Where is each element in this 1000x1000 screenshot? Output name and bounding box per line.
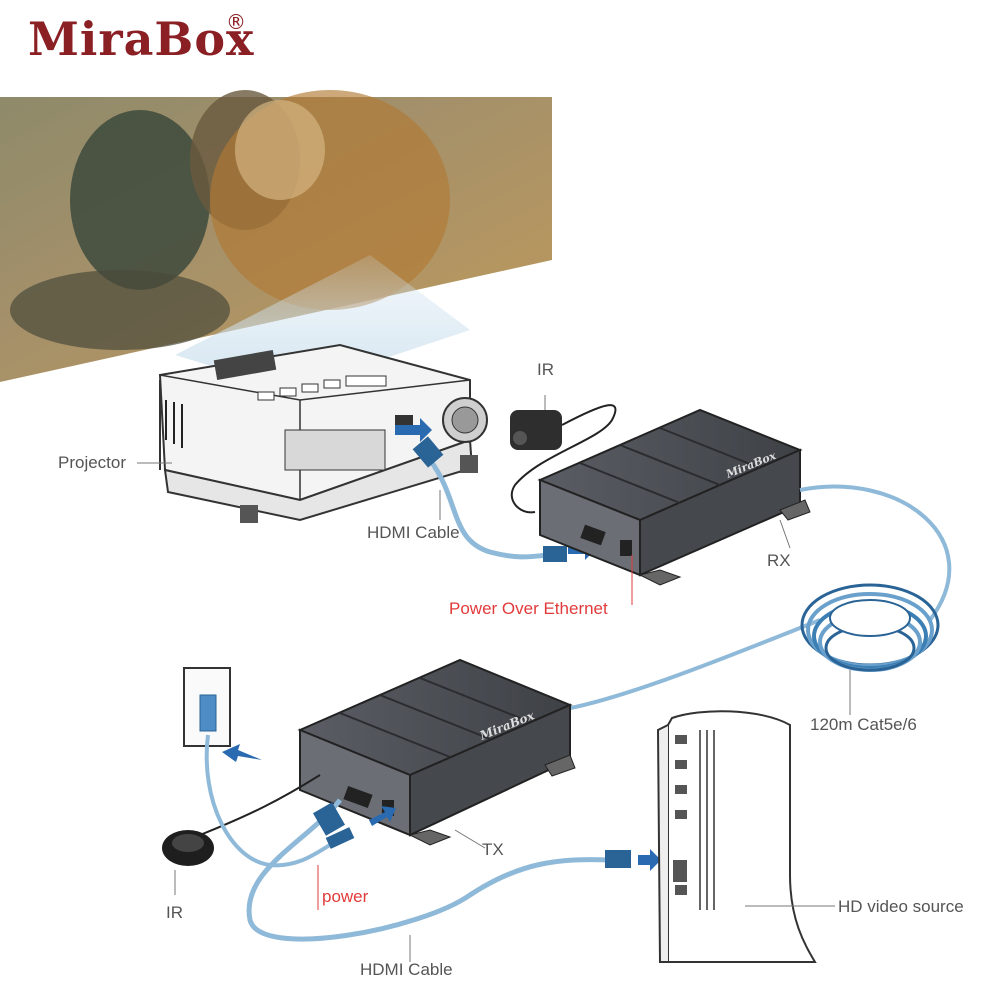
rx-label: RX — [767, 551, 791, 570]
rx-extender-icon: MiraBox — [537, 408, 811, 586]
hdmi-cable-top-label: HDMI Cable — [367, 523, 460, 542]
cable-coil-icon — [800, 583, 940, 672]
projected-screen-image — [0, 90, 552, 382]
ir-top-label: IR — [537, 360, 554, 379]
hdmi-cable-bottom — [246, 798, 661, 962]
projector-icon — [158, 343, 488, 523]
power-over-ethernet-label: Power Over Ethernet — [449, 599, 608, 618]
ir-sensor-bottom-icon — [162, 774, 321, 895]
tx-label: TX — [482, 840, 504, 859]
registered-mark: ® — [226, 10, 246, 34]
power-cable — [204, 734, 355, 910]
wall-outlet-icon — [183, 667, 262, 762]
tx-leader-line — [454, 829, 486, 849]
cat-cable — [559, 484, 952, 712]
power-label: power — [322, 887, 369, 906]
video-source-label: HD video source — [838, 897, 964, 916]
brand-logo: MiraBox — [28, 12, 255, 66]
hdmi-cable-bottom-label: HDMI Cable — [360, 960, 453, 979]
ir-bottom-label: IR — [166, 903, 183, 922]
ir-sensor-icon — [510, 395, 617, 514]
projector-label: Projector — [58, 453, 127, 472]
rx-leader-line — [779, 519, 791, 549]
tower-pc-icon — [656, 710, 835, 963]
cable-length-label: 120m Cat5e/6 — [810, 715, 917, 734]
tx-extender-icon: MiraBox — [297, 658, 576, 846]
